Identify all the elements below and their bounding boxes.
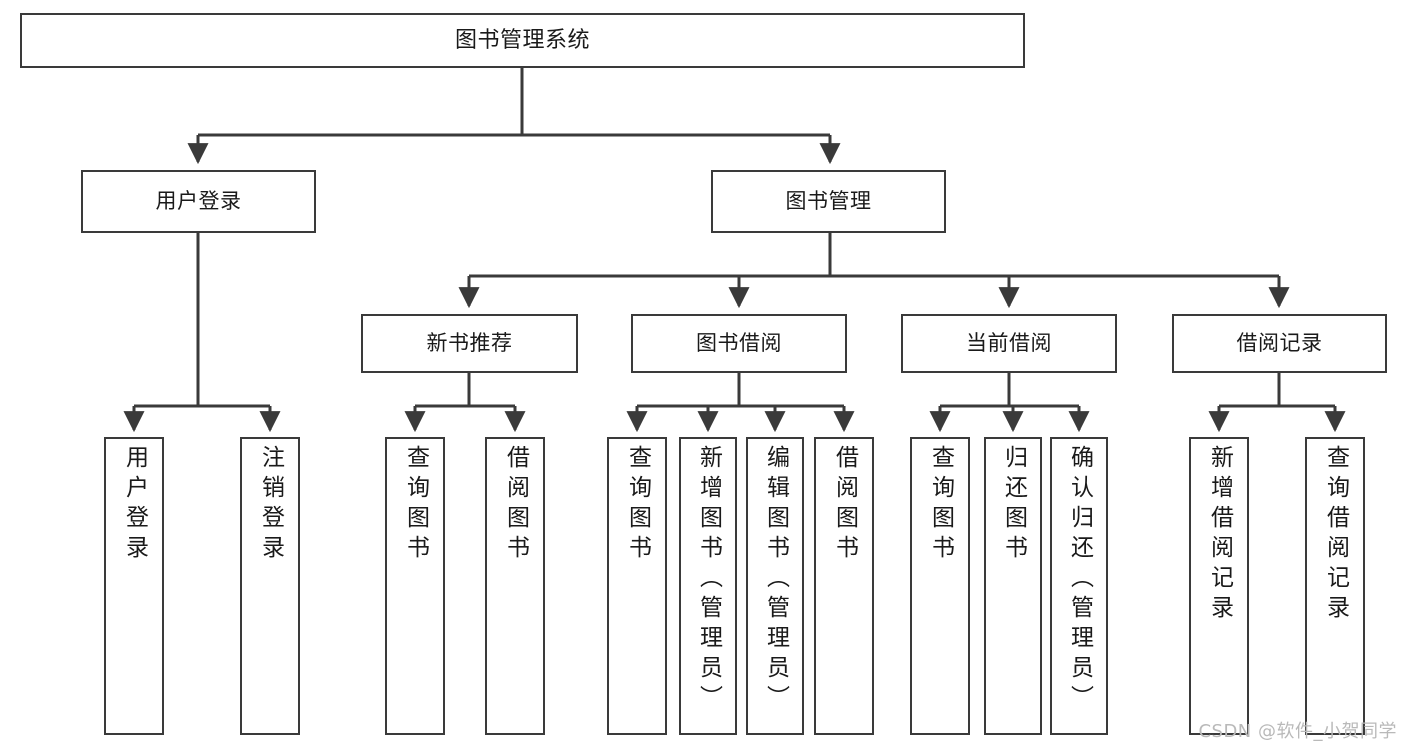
node-label: 注销登录: [257, 445, 284, 565]
node-label: 归还图书: [1000, 445, 1027, 565]
node-label: 新增图书（管理员）: [695, 445, 722, 715]
node-label: 确认归还（管理员）: [1066, 445, 1093, 715]
node-label: 新增借阅记录: [1206, 445, 1233, 625]
node-leaf-query-borrow-record[interactable]: 查询借阅记录: [1305, 437, 1365, 735]
node-label: 图书管理: [785, 189, 872, 214]
watermark-text: CSDN @软件_小贺同学: [1198, 721, 1397, 742]
node-label: 借阅图书: [831, 445, 858, 565]
node-label: 编辑图书（管理员）: [762, 445, 789, 715]
node-level3-borrow-record[interactable]: 借阅记录: [1172, 314, 1387, 373]
node-leaf-borrow-book-recommend[interactable]: 借阅图书: [485, 437, 545, 735]
node-label: 新书推荐: [426, 331, 513, 356]
node-leaf-add-book-admin[interactable]: 新增图书（管理员）: [679, 437, 737, 735]
node-label: 查询图书: [624, 445, 651, 565]
node-leaf-query-book-current[interactable]: 查询图书: [910, 437, 970, 735]
node-label: 查询图书: [927, 445, 954, 565]
node-label: 图书借阅: [696, 331, 782, 356]
node-leaf-user-login[interactable]: 用户登录: [104, 437, 164, 735]
node-label: 借阅记录: [1236, 331, 1323, 356]
node-leaf-add-borrow-record[interactable]: 新增借阅记录: [1189, 437, 1249, 735]
node-label: 图书管理系统: [454, 27, 590, 53]
node-leaf-confirm-return-admin[interactable]: 确认归还（管理员）: [1050, 437, 1108, 735]
node-label: 查询借阅记录: [1322, 445, 1349, 625]
node-leaf-borrow-book[interactable]: 借阅图书: [814, 437, 874, 735]
node-label: 用户登录: [155, 189, 242, 214]
node-level2-user-login[interactable]: 用户登录: [81, 170, 316, 233]
node-label: 当前借阅: [966, 331, 1052, 356]
node-level2-book-management[interactable]: 图书管理: [711, 170, 946, 233]
node-leaf-query-book-recommend[interactable]: 查询图书: [385, 437, 445, 735]
node-root-system[interactable]: 图书管理系统: [20, 13, 1025, 68]
node-label: 用户登录: [121, 445, 148, 565]
node-level3-current-borrow[interactable]: 当前借阅: [901, 314, 1117, 373]
node-label: 查询图书: [402, 445, 429, 565]
node-level3-book-borrow[interactable]: 图书借阅: [631, 314, 847, 373]
node-leaf-return-book[interactable]: 归还图书: [984, 437, 1042, 735]
node-label: 借阅图书: [502, 445, 529, 565]
node-leaf-query-book-borrow[interactable]: 查询图书: [607, 437, 667, 735]
node-level3-new-book-recommend[interactable]: 新书推荐: [361, 314, 578, 373]
node-leaf-logout-login[interactable]: 注销登录: [240, 437, 300, 735]
node-leaf-edit-book-admin[interactable]: 编辑图书（管理员）: [746, 437, 804, 735]
